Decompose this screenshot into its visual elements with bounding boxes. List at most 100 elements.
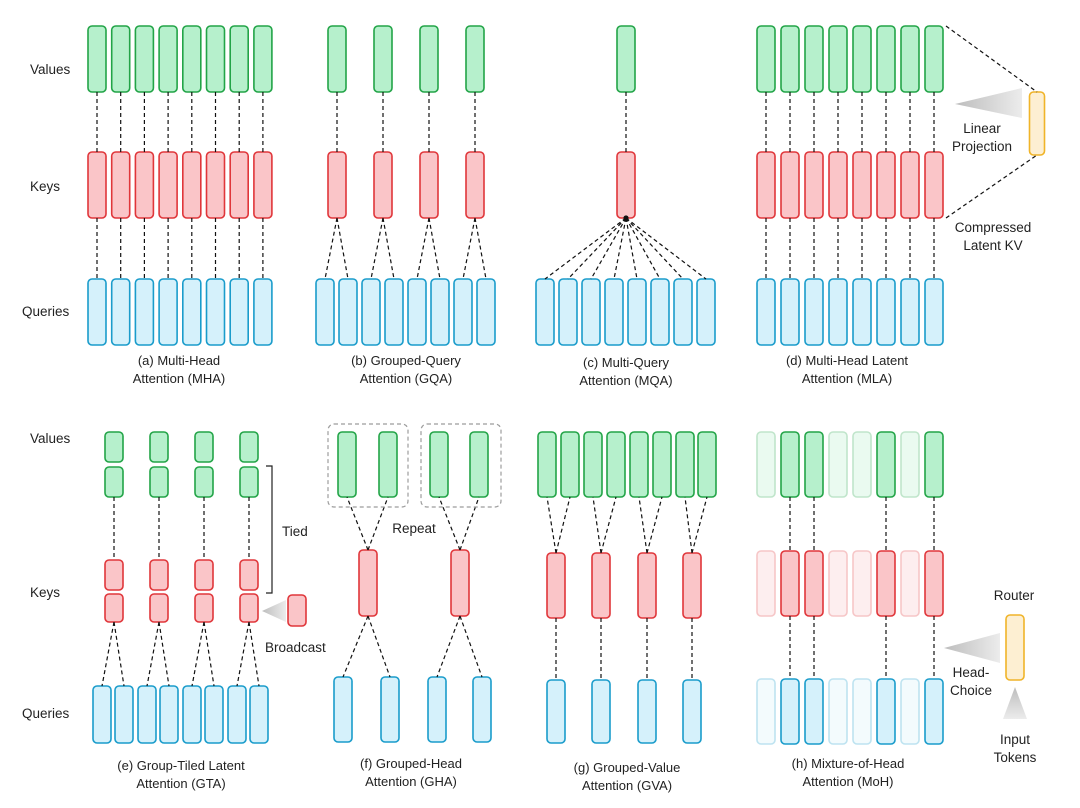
- dashed-connector: [691, 496, 708, 554]
- value-head-tile: [239, 466, 259, 498]
- key-head-tile: [239, 559, 259, 591]
- compressed-latent-kv: [1028, 91, 1046, 156]
- value-head: [373, 25, 393, 93]
- value-head: [629, 431, 649, 498]
- key-head: [373, 151, 393, 219]
- key-head: [900, 151, 920, 219]
- panel-mla: (d) Multi-Head Latent Attention (MLA) Li…: [756, 25, 1046, 386]
- query-head-selected: [924, 678, 944, 745]
- query-head: [229, 278, 249, 346]
- value-head: [697, 431, 717, 498]
- query-head: [546, 679, 566, 744]
- query-head: [627, 278, 647, 346]
- dashed-connector: [101, 621, 115, 687]
- query-head-selected: [876, 678, 896, 745]
- dashed-connector: [590, 217, 627, 280]
- key-head: [780, 151, 800, 219]
- key-head-tile: [104, 593, 124, 623]
- dashed-connector: [367, 496, 389, 551]
- value-head: [876, 25, 896, 93]
- value-head-tile: [239, 431, 259, 463]
- row-labels: Values Keys Queries Values Keys Queries: [22, 62, 71, 721]
- value-head-tile: [149, 466, 169, 498]
- key-head-tile: [149, 593, 169, 623]
- head-choice-label-line1: Head-: [953, 665, 990, 680]
- key-head-tile: [149, 559, 169, 591]
- panel-gha: (f) Grouped-Head Attention (GHA) Repeat: [327, 423, 502, 789]
- query-head: [558, 278, 578, 346]
- query-head: [591, 679, 611, 744]
- query-head: [535, 278, 555, 346]
- key-head: [358, 549, 378, 617]
- key-head-selected: [780, 550, 800, 617]
- dashed-connector: [625, 217, 638, 280]
- caption-line1: (c) Multi-Query: [583, 355, 669, 370]
- dashed-connector: [382, 217, 395, 280]
- value-head-tile: [104, 431, 124, 463]
- projection-label-line2: Projection: [952, 139, 1012, 154]
- query-head: [87, 278, 107, 346]
- key-head: [828, 151, 848, 219]
- caption-line1: (h) Mixture-of-Head: [792, 756, 905, 771]
- query-head: [227, 685, 247, 744]
- input-tokens-arrow: [1003, 687, 1027, 719]
- query-head: [92, 685, 112, 744]
- value-head: [616, 25, 636, 93]
- dashed-connector: [646, 496, 663, 554]
- query-head: [380, 676, 400, 743]
- query-head: [604, 278, 624, 346]
- dashed-connector: [546, 496, 557, 554]
- broadcast-key-tile: [287, 594, 307, 627]
- value-head-unselected: [828, 431, 848, 498]
- value-head: [756, 25, 776, 93]
- caption-line1: (g) Grouped-Value: [574, 760, 681, 775]
- value-head: [804, 25, 824, 93]
- latent-kv-label-line1: Compressed: [955, 220, 1032, 235]
- key-head-unselected: [828, 550, 848, 617]
- dashed-connector: [555, 496, 571, 554]
- key-head: [229, 151, 249, 219]
- dashed-connector: [459, 615, 483, 678]
- dashed-connector: [342, 615, 369, 678]
- key-head: [591, 552, 611, 619]
- router-box: [1005, 614, 1025, 681]
- input-tokens-label-line1: Input: [1000, 732, 1030, 747]
- query-head: [756, 278, 776, 346]
- repeat-group: [327, 423, 409, 508]
- head-choice-arrow: [944, 633, 1000, 663]
- value-head: [828, 25, 848, 93]
- key-head: [327, 151, 347, 219]
- value-head: [205, 25, 226, 93]
- dashed-connector: [248, 621, 260, 687]
- value-head: [182, 25, 202, 93]
- query-head: [134, 278, 155, 346]
- tied-bracket: [266, 465, 273, 594]
- query-head: [249, 685, 269, 744]
- query-head: [361, 278, 381, 346]
- value-head: [337, 431, 357, 498]
- caption-line1: (b) Grouped-Query: [351, 353, 461, 368]
- query-head: [637, 679, 657, 744]
- row-label-queries: Queries: [22, 304, 70, 319]
- query-head: [333, 676, 353, 743]
- query-head: [852, 278, 872, 346]
- query-head: [384, 278, 404, 346]
- dashed-connector: [462, 217, 476, 280]
- query-head: [476, 278, 496, 346]
- caption-line1: (d) Multi-Head Latent: [786, 353, 908, 368]
- dashed-connector: [324, 217, 338, 280]
- key-head: [110, 151, 131, 219]
- query-head-selected: [780, 678, 800, 745]
- key-head: [253, 151, 273, 219]
- value-head-selected: [780, 431, 800, 498]
- latent-kv-label-line2: Latent KV: [963, 238, 1022, 253]
- value-head: [229, 25, 249, 93]
- key-head: [637, 552, 657, 619]
- key-head: [205, 151, 226, 219]
- key-head-unselected: [852, 550, 872, 617]
- key-head: [546, 552, 566, 619]
- key-head: [756, 151, 776, 219]
- value-head-unselected: [852, 431, 872, 498]
- value-head-tile: [194, 431, 214, 463]
- caption-line2: Attention (MoH): [802, 774, 893, 789]
